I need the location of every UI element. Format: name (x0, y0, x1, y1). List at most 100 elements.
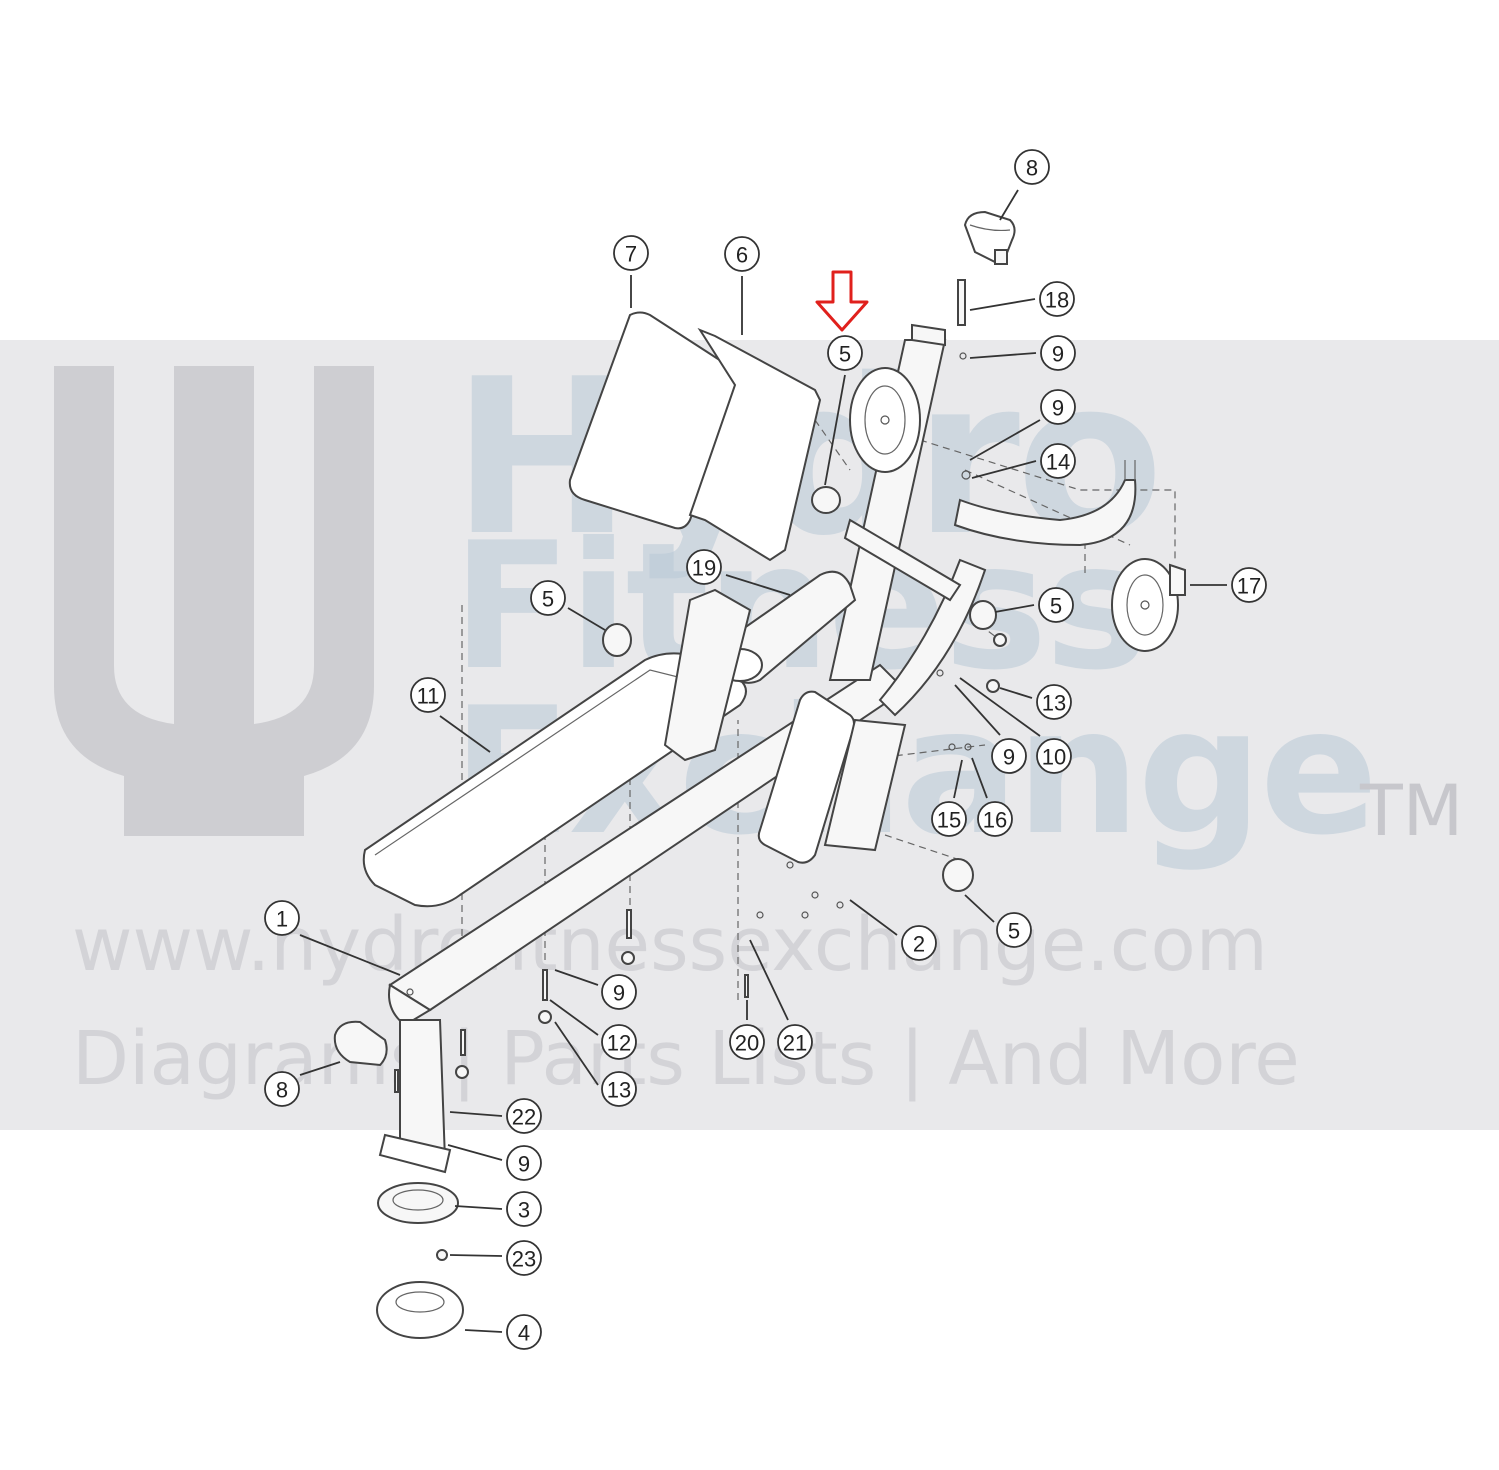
callout-c13a: 13 (1036, 684, 1072, 720)
callout-circle (1038, 587, 1074, 623)
callout-c5d: 5 (996, 912, 1032, 948)
callout-c12: 12 (601, 1024, 637, 1060)
callout-circle (901, 925, 937, 961)
callout-c8b: 8 (264, 1071, 300, 1107)
thigh-pad-part (568, 311, 822, 562)
callout-c5c: 5 (1038, 587, 1074, 623)
arm-tube-part (953, 460, 1137, 547)
callout-number: 5 (839, 342, 851, 367)
callout-c8a: 8 (1014, 149, 1050, 185)
callout-circle (264, 900, 300, 936)
base-plate-part (376, 1133, 464, 1339)
callout-number: 16 (983, 808, 1007, 833)
bumper-caps (602, 486, 997, 892)
callout-number: 13 (607, 1078, 631, 1103)
callout-c9b: 9 (1040, 389, 1076, 425)
callout-c1: 1 (264, 900, 300, 936)
callout-c17: 17 (1231, 567, 1267, 603)
callout-number: 3 (518, 1198, 530, 1223)
callout-circle (506, 1314, 542, 1350)
callout-circle (1014, 149, 1050, 185)
callout-number: 10 (1042, 745, 1066, 770)
callout-circle (777, 1024, 813, 1060)
highlight-arrow (815, 270, 869, 332)
callout-c19: 19 (686, 549, 722, 585)
callout-c5b: 5 (530, 580, 566, 616)
callout-circle (410, 677, 446, 713)
callout-circle (601, 1071, 637, 1107)
pin-part (957, 279, 966, 326)
callout-number: 5 (1050, 594, 1062, 619)
callout-circle (931, 801, 967, 837)
callout-c21: 21 (777, 1024, 813, 1060)
callout-number: 9 (518, 1152, 530, 1177)
callout-c23: 23 (506, 1240, 542, 1276)
callout-number: 8 (1026, 156, 1038, 181)
hydro-logo-watermark (54, 366, 374, 836)
callout-circle (601, 1024, 637, 1060)
callout-circle (264, 1071, 300, 1107)
callout-c15: 15 (931, 801, 967, 837)
fasteners (394, 352, 1007, 1261)
callout-c10: 10 (1036, 738, 1072, 774)
watermark-trademark: TM (1360, 770, 1464, 852)
callout-circle (1040, 389, 1076, 425)
callout-c9d: 9 (601, 974, 637, 1010)
callout-number: 9 (1052, 396, 1064, 421)
callout-c6: 6 (724, 236, 760, 272)
callout-number: 6 (736, 243, 748, 268)
base-frame-part (388, 663, 907, 1161)
callout-circle (724, 236, 760, 272)
front-end-cap-part (333, 1020, 388, 1067)
callout-circle (1039, 281, 1075, 317)
callout-c4: 4 (506, 1314, 542, 1350)
callout-number: 20 (735, 1031, 759, 1056)
callout-circle (996, 912, 1032, 948)
callout-number: 9 (1052, 342, 1064, 367)
callout-c9a: 9 (1040, 335, 1076, 371)
pivot-pulley-left-part (849, 367, 921, 473)
callout-circle (686, 549, 722, 585)
callout-circle (506, 1098, 542, 1134)
callout-number: 9 (1003, 745, 1015, 770)
callout-number: 13 (1042, 691, 1066, 716)
callout-c9e: 9 (506, 1145, 542, 1181)
callout-number: 22 (512, 1105, 536, 1130)
callout-circle (506, 1145, 542, 1181)
callout-number: 23 (512, 1247, 536, 1272)
pivot-pulley-right-part (1111, 558, 1186, 652)
callout-c5a: 5 (827, 335, 863, 371)
leader-lines (299, 189, 1227, 1333)
callout-circle (977, 801, 1013, 837)
callout-c11: 11 (410, 677, 446, 713)
callout-circle (1040, 335, 1076, 371)
callout-circle (729, 1024, 765, 1060)
callout-circle (601, 974, 637, 1010)
callout-circle (827, 335, 863, 371)
callout-c3: 3 (506, 1191, 542, 1227)
callout-number: 19 (692, 556, 716, 581)
callout-number: 21 (783, 1031, 807, 1056)
callout-number: 7 (625, 242, 637, 267)
callout-number: 5 (1008, 919, 1020, 944)
footplate-lower-part (757, 690, 907, 864)
callout-c16: 16 (977, 801, 1013, 837)
callout-number: 1 (276, 907, 288, 932)
callout-number: 12 (607, 1031, 631, 1056)
callout-number: 15 (937, 808, 961, 833)
callout-circle (1036, 684, 1072, 720)
callout-number: 4 (518, 1321, 530, 1346)
callout-circle (1036, 738, 1072, 774)
crossbar-part (843, 518, 962, 602)
callout-c9c: 9 (991, 738, 1027, 774)
callout-number: 11 (417, 684, 440, 709)
callout-number: 14 (1046, 450, 1070, 475)
callout-circle (1231, 567, 1267, 603)
callout-number: 17 (1237, 574, 1261, 599)
callout-c7: 7 (613, 235, 649, 271)
callout-circle (613, 235, 649, 271)
callout-c18: 18 (1039, 281, 1075, 317)
